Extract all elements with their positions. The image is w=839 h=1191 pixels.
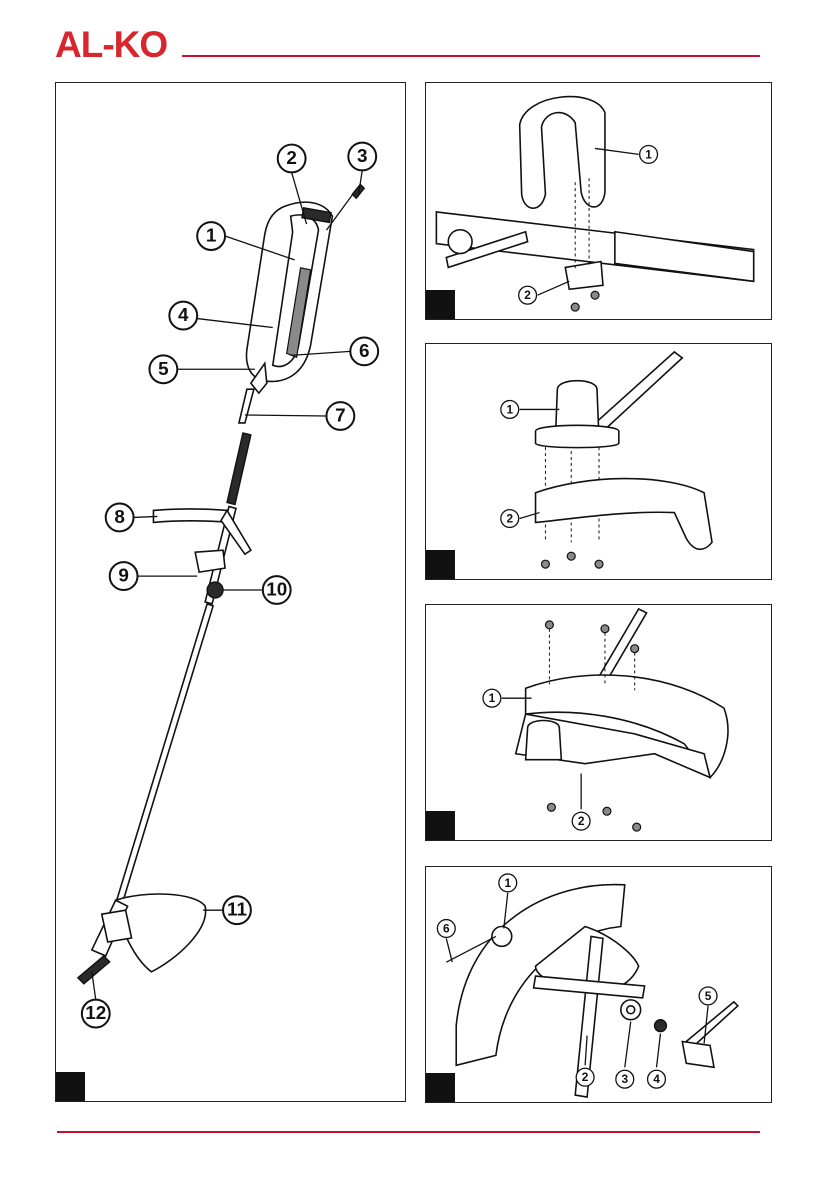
svg-text:5: 5 — [158, 359, 169, 380]
callout-c2: 2 — [572, 774, 590, 831]
svg-text:6: 6 — [443, 921, 450, 935]
svg-text:8: 8 — [114, 507, 125, 528]
callout-b2: 2 — [501, 510, 540, 528]
callout-9: 9 — [110, 562, 197, 590]
svg-text:1: 1 — [506, 402, 513, 416]
svg-text:6: 6 — [359, 341, 370, 362]
svg-text:1: 1 — [504, 876, 511, 890]
svg-text:2: 2 — [578, 814, 585, 828]
figure-overview: 1 2 3 4 5 6 7 8 — [55, 82, 406, 1102]
callout-c1: 1 — [483, 689, 532, 707]
svg-text:7: 7 — [335, 406, 346, 427]
callout-5: 5 — [149, 355, 254, 383]
svg-text:9: 9 — [118, 566, 129, 587]
svg-text:4: 4 — [178, 305, 189, 326]
footer-rule — [57, 1131, 760, 1133]
svg-text:3: 3 — [621, 1072, 628, 1086]
callout-a2: 2 — [519, 281, 570, 304]
callout-10: 10 — [223, 576, 291, 604]
callout-b1: 1 — [501, 401, 560, 419]
callout-d6: 6 — [437, 920, 455, 963]
svg-text:1: 1 — [206, 226, 217, 247]
svg-text:2: 2 — [524, 288, 531, 302]
svg-text:11: 11 — [227, 900, 247, 921]
callout-8: 8 — [106, 504, 158, 532]
svg-text:3: 3 — [357, 146, 368, 167]
figure-handle-mounting: 1 2 — [425, 82, 772, 320]
svg-text:4: 4 — [653, 1072, 660, 1086]
cutting-head-drawing — [78, 894, 206, 984]
svg-text:2: 2 — [286, 148, 297, 169]
svg-text:1: 1 — [489, 691, 496, 705]
figure-blade-assembly: 1 2 3 4 5 6 — [425, 866, 772, 1103]
callout-7: 7 — [245, 402, 354, 430]
motor-handle-drawing — [246, 184, 364, 393]
svg-text:2: 2 — [582, 1070, 589, 1084]
logo-text: AL-KO — [55, 24, 167, 64]
callout-11: 11 — [203, 896, 251, 924]
figure-marker — [426, 290, 455, 319]
shaft-drawing — [114, 389, 254, 912]
figure-marker — [56, 1072, 85, 1101]
svg-text:2: 2 — [506, 512, 513, 526]
header-rule — [182, 55, 760, 57]
figure-marker — [426, 811, 455, 840]
al-ko-logo: AL-KO — [55, 24, 177, 64]
figure-gearbox-guard: 1 2 — [425, 343, 772, 580]
svg-text:1: 1 — [645, 147, 652, 161]
front-handle-drawing — [153, 509, 250, 598]
callout-d4: 4 — [648, 1034, 666, 1089]
figure-marker — [426, 1073, 455, 1102]
callout-d3: 3 — [616, 1022, 634, 1088]
figure-marker — [426, 550, 455, 579]
svg-text:5: 5 — [705, 989, 712, 1003]
svg-text:12: 12 — [85, 1003, 106, 1024]
figure-guard-extension: 1 2 — [425, 604, 772, 841]
svg-text:10: 10 — [266, 580, 287, 601]
